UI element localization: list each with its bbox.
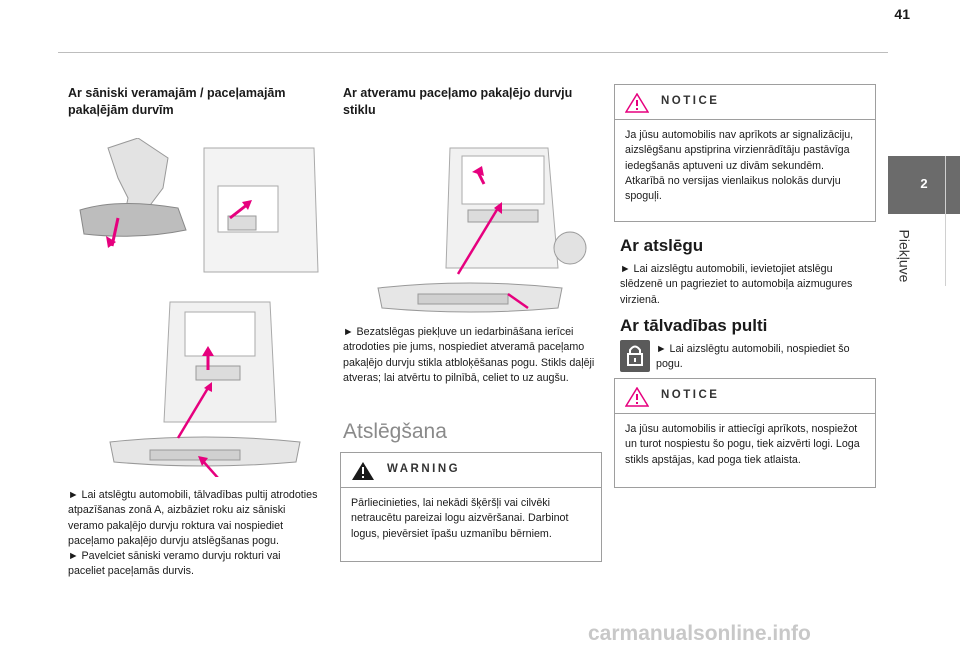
lock-button-icon xyxy=(620,340,650,372)
col1-heading: Ar sāniski veramajām / paceļamajām pakaļ… xyxy=(68,86,286,117)
section-title-atslegsana: Atslēgšana xyxy=(343,420,447,443)
chapter-tab-number: 2 xyxy=(920,176,928,191)
page-number: 41 xyxy=(894,6,910,22)
chapter-tab[interactable]: 2 xyxy=(888,156,960,214)
warning-text: Pārliecinieties, lai nekādi šķēršļi vai … xyxy=(351,497,569,540)
col1-text: ► Lai atslēgtu automobili, tālvadības pu… xyxy=(68,489,318,578)
tailgate-unlock-illustration xyxy=(90,292,320,477)
chapter-label-text: Piekļuve xyxy=(896,229,913,283)
sidebar-rule xyxy=(945,156,946,286)
section-title-ar-atslegu: Ar atslēgu xyxy=(620,236,704,255)
notice-box-1: NOTICE Ja jūsu automobilis nav aprīkots … xyxy=(614,84,876,222)
notice-box-1-header: NOTICE xyxy=(615,85,875,120)
section1-text: ► Lai aizslēgtu automobili, ievietojiet … xyxy=(620,263,853,306)
section2-text: ► Lai aizslēgtu automobili, nospiediet š… xyxy=(656,343,850,371)
section-title-talvadibas-pulti: Ar tālvadības pulti xyxy=(620,316,768,335)
notice-2-title: NOTICE xyxy=(661,389,720,401)
notice-box-2: NOTICE Ja jūsu automobilis ir attiecīgi … xyxy=(614,378,876,488)
rear-window-illustration xyxy=(348,138,592,316)
notice-icon-2 xyxy=(625,387,649,407)
warning-box-header: WARNING xyxy=(341,453,601,488)
notice-box-2-header: NOTICE xyxy=(615,379,875,414)
warning-icon xyxy=(352,462,374,480)
chapter-label: Piekļuve xyxy=(896,222,920,292)
notice-1-text: Ja jūsu automobilis nav aprīkots ar sign… xyxy=(625,129,854,203)
col2-heading: Ar atveramu paceļamo pakaļējo durvju sti… xyxy=(343,86,573,117)
warning-box: WARNING Pārliecinieties, lai nekādi šķēr… xyxy=(340,452,602,562)
header-rule xyxy=(58,52,888,53)
warning-title: WARNING xyxy=(387,463,461,475)
notice-icon xyxy=(625,93,649,113)
notice-2-text: Ja jūsu automobilis ir attiecīgi aprīkot… xyxy=(625,423,860,466)
notice-1-title: NOTICE xyxy=(661,95,720,107)
watermark: carmanualsonline.info xyxy=(588,622,811,645)
side-door-handle-illustration xyxy=(78,138,322,278)
col2-text: ► Bezatslēgas piekļuve un iedarbināšana … xyxy=(343,326,595,384)
